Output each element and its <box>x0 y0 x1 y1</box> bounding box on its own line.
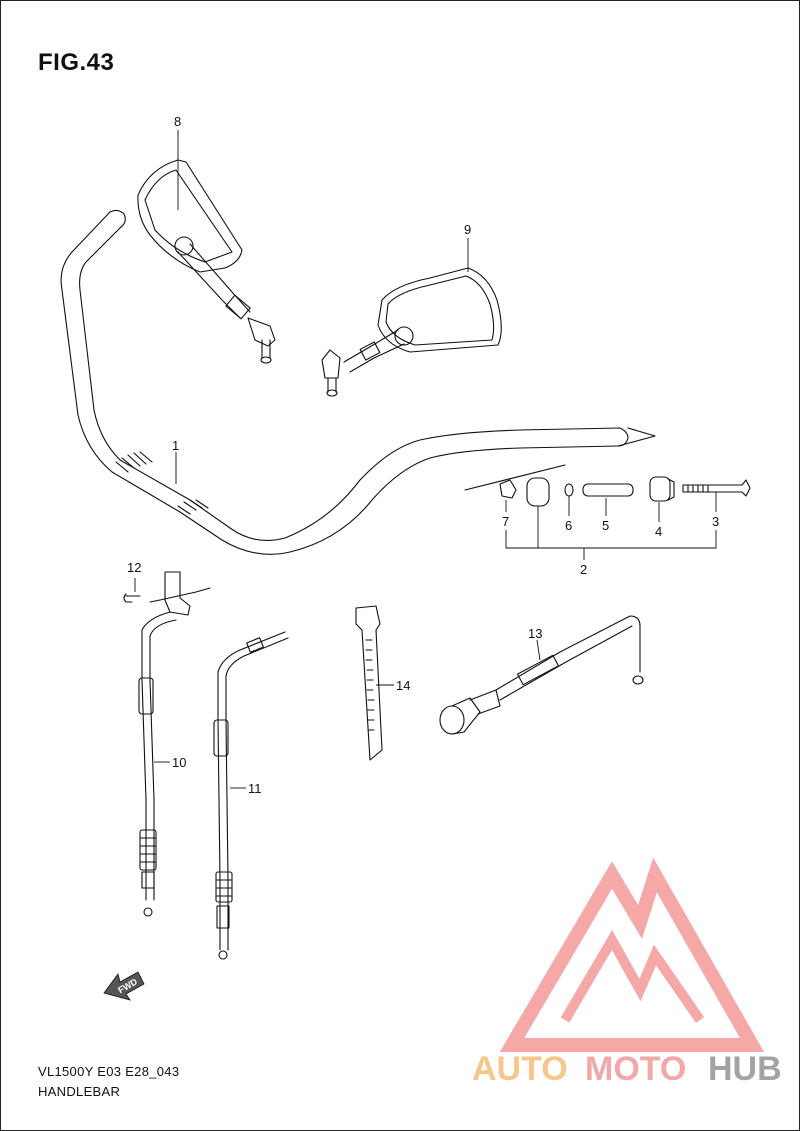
callout-7: 7 <box>502 514 509 529</box>
figure-title: FIG.43 <box>38 49 115 76</box>
callout-2: 2 <box>580 562 587 577</box>
mirror-left <box>137 159 276 364</box>
watermark-moto: MOTO <box>585 1050 686 1088</box>
callout-9: 9 <box>464 222 471 237</box>
callout-11: 11 <box>248 781 262 796</box>
mirror-right <box>321 267 502 397</box>
cable-10 <box>138 611 177 917</box>
callout-4: 4 <box>655 524 662 539</box>
fwd-arrow-icon: FWD <box>103 971 145 1001</box>
callout-1: 1 <box>172 438 179 453</box>
callout-8: 8 <box>174 114 181 129</box>
callout-numbers: 8 9 1 7 6 5 4 3 2 12 10 11 14 13 <box>127 114 719 796</box>
bar-end-assembly <box>464 464 751 507</box>
cable-tie <box>355 605 383 761</box>
callout-13: 13 <box>528 626 542 641</box>
watermark-auto: AUTO <box>472 1050 568 1088</box>
callout-6: 6 <box>565 518 572 533</box>
watermark-hub: HUB <box>708 1050 782 1088</box>
callout-3: 3 <box>712 514 719 529</box>
section-name: HANDLEBAR <box>38 1084 121 1099</box>
callout-12: 12 <box>127 560 141 575</box>
model-code: VL1500Y E03 E28_043 <box>38 1064 180 1079</box>
screw-bracket <box>123 571 211 616</box>
handlebar <box>60 209 656 555</box>
choke-cable <box>439 615 644 735</box>
watermark-logo <box>499 857 765 1052</box>
callout-10: 10 <box>172 755 186 770</box>
watermark-text: AUTO MOTO HUB <box>472 1050 782 1088</box>
callout-5: 5 <box>602 518 609 533</box>
cable-11 <box>213 631 289 960</box>
leader-lines <box>134 130 717 789</box>
callout-14: 14 <box>396 678 410 693</box>
